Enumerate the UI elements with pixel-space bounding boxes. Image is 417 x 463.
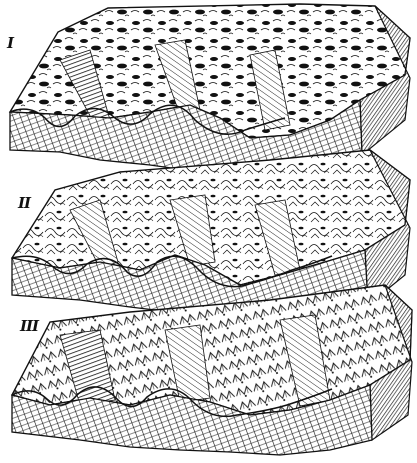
- block-3: [12, 285, 412, 455]
- block-3-label: III: [20, 319, 38, 334]
- block-2-label: II: [18, 196, 30, 211]
- block-1-label: I: [7, 36, 13, 51]
